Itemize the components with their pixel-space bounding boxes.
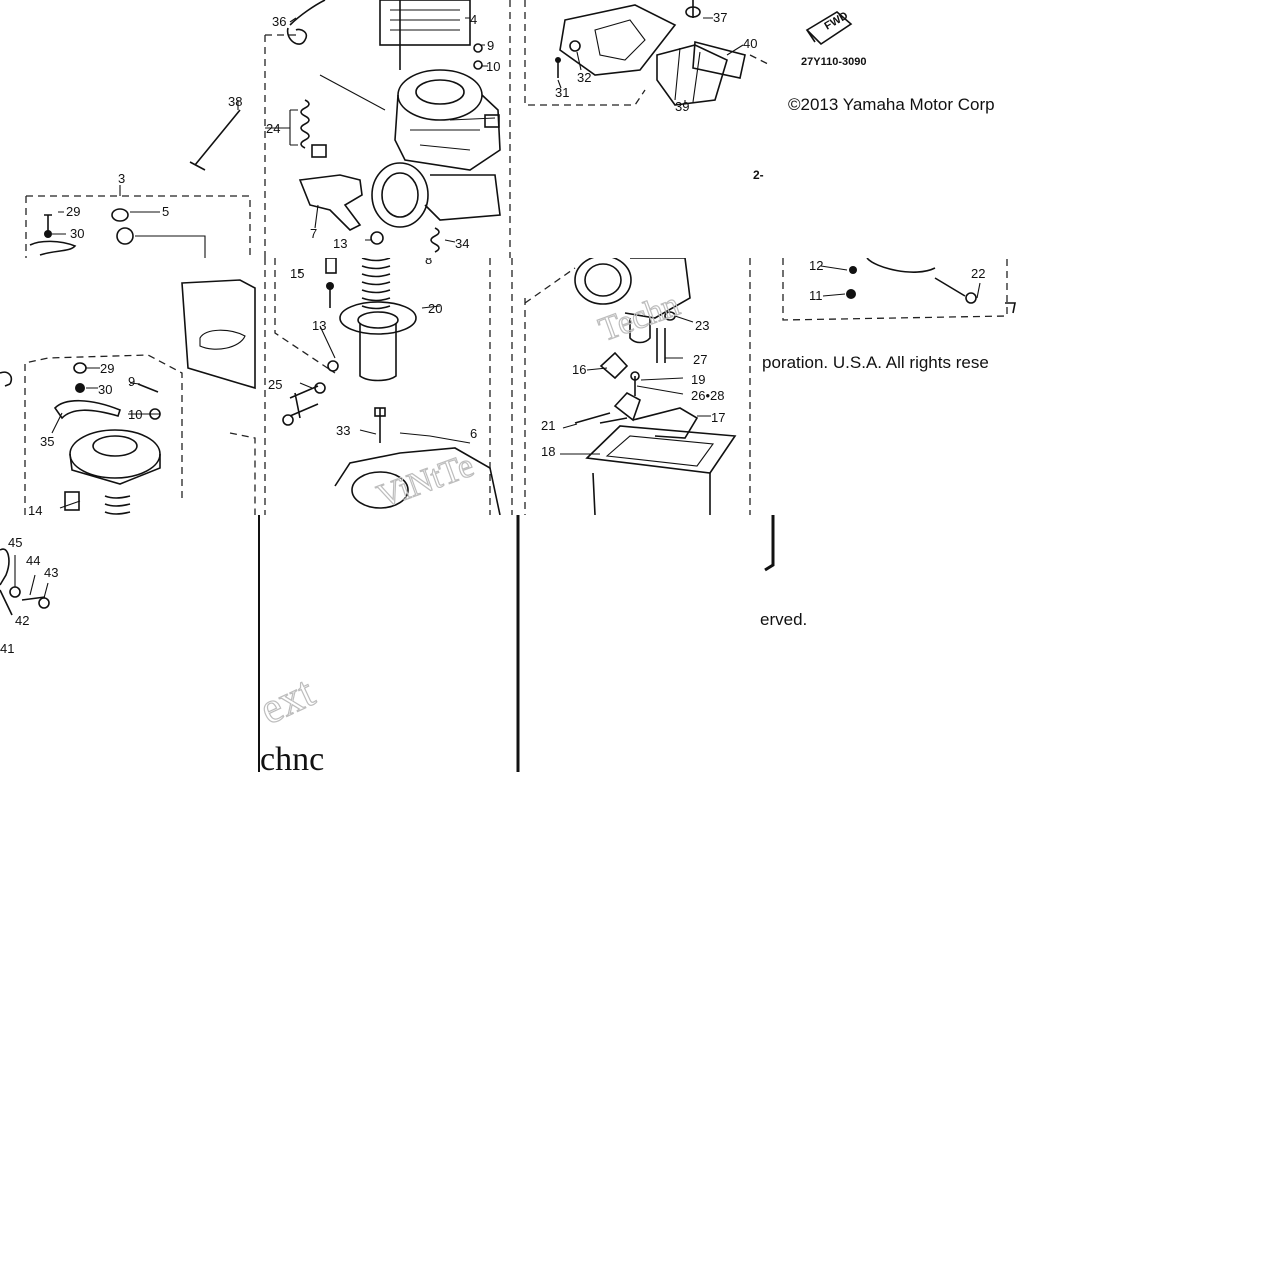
diagram-tile-top-left: 36 38 3 29 30 5 24 7 13 4 9 10 34 [0,0,515,258]
callout-13: 13 [333,236,347,251]
callout-3: 3 [118,171,125,186]
callout-22: 22 [971,266,985,281]
rights-text-2: erved. [760,610,807,629]
callout-36: 36 [272,14,286,29]
callout-29: 29 [66,204,80,219]
callout-23: 23 [695,318,709,333]
diagram-tile-middle-right: Techn poration. U.S.A. All rights rese 2… [515,258,1030,515]
callout-31: 31 [555,85,569,100]
rights-text-1: poration. U.S.A. All rights rese [762,353,989,372]
watermark-fragment-panel: ext chnc [258,515,324,772]
callout-26-28: 26•28 [691,388,724,403]
callout-45: 45 [8,535,22,550]
callout-14: 14 [28,503,42,515]
intake-parts-drawing: FWD 27Y110-3090 ©2013 Yamaha Motor Corp … [524,0,995,182]
fwd-label: FWD [823,10,851,33]
callout-7: 7 [310,226,317,241]
callout-33: 33 [336,423,350,438]
float-bowl-drawing: Techn poration. U.S.A. All rights rese 2… [524,258,1016,515]
callout-42: 42 [15,613,29,628]
callout-8: 8 [425,258,432,267]
fwd-arrow-icon [805,11,853,46]
callout-6: 6 [470,426,477,441]
callout-19: 19 [691,372,705,387]
rights-text-panel: erved. [516,515,807,772]
diagram-tile-bottom-left: 45 44 43 42 41 [0,515,258,655]
watermark-text-2: ViNtTe [373,447,479,515]
callout-9b: 9 [128,374,135,389]
diagram-tile-bottom-right: erved. [515,515,1030,772]
callout-34: 34 [455,236,469,251]
callout-38: 38 [228,94,242,109]
watermark-text-4: chnc [260,741,324,772]
callout-39: 39 [675,99,689,114]
carburetor-diaphragm-drawing: ViNtTe 29 30 9 10 35 14 15 13 25 33 20 6… [0,258,513,515]
callout-35: 35 [40,434,54,449]
callout-21: 21 [541,418,555,433]
callout-20: 20 [428,301,442,316]
callout-13b: 13 [312,318,326,333]
callout-41: 41 [0,641,14,655]
callout-27: 27 [693,352,707,367]
accelerator-pump-drawing: 45 44 43 42 41 [0,535,58,655]
callout-25: 25 [268,377,282,392]
diagram-tile-middle-left: ViNtTe 29 30 9 10 35 14 15 13 25 33 20 6… [0,258,515,515]
callout-40: 40 [743,36,757,51]
diagram-tile-top-right: FWD 27Y110-3090 ©2013 Yamaha Motor Corp … [515,0,1030,258]
callout-11: 11 [809,288,823,303]
callout-10: 10 [486,59,500,74]
drawing-code: 27Y110-3090 [801,56,866,68]
carburetor-upper-assembly-drawing: 36 38 3 29 30 5 24 7 13 4 9 10 34 [25,0,511,258]
callout-29b: 29 [100,361,114,376]
callout-15: 15 [290,266,304,281]
callout-10b: 10 [128,407,142,422]
callout-12: 12 [809,258,823,273]
callout-30b: 30 [98,382,112,397]
callout-43: 43 [44,565,58,580]
page-marker: 2- [753,168,764,182]
copyright-text: ©2013 Yamaha Motor Corp [788,95,995,114]
callout-17: 17 [711,410,725,425]
callout-16: 16 [572,362,586,377]
callout-32: 32 [577,70,591,85]
callout-37: 37 [713,10,727,25]
callout-4: 4 [470,12,477,27]
callout-44: 44 [26,553,40,568]
watermark-text-3: ext [258,667,322,734]
callout-5: 5 [162,204,169,219]
diagram-tile-bottom-middle: ext chnc [258,515,516,772]
callout-24: 24 [266,121,280,136]
callout-9: 9 [487,38,494,53]
callout-18: 18 [541,444,555,459]
callout-30: 30 [70,226,84,241]
